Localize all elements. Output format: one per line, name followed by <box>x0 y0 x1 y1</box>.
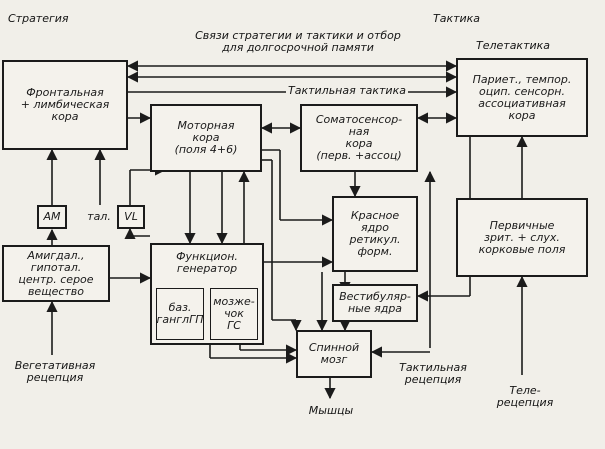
label-muscles: Мышцы <box>308 404 354 417</box>
header-tactics: Тактика <box>433 12 481 25</box>
box-somatosensory-cortex: Соматосенсор- ная кора (перв. +ассоц) <box>300 104 418 172</box>
label-thalamus: тал. <box>87 210 111 223</box>
box-spinal-cord: Спинной мозг <box>296 330 372 378</box>
header-links-line2: для долгосрочной памяти <box>222 41 374 54</box>
box-basal-ganglia: баз. ганглГП <box>156 288 204 340</box>
label-vegetative-reception: Вегетативная рецепция <box>14 359 96 384</box>
header-tactile-tactics: Тактильная тактика <box>286 84 408 97</box>
box-red-nucleus-reticular: Красное ядро ретикул. форм. <box>332 196 418 272</box>
box-am: AM <box>37 205 67 229</box>
header-teletactics: Телетактика <box>476 39 551 52</box>
box-cerebellum: мозже- чок ГС <box>210 288 258 340</box>
header-links: Связи стратегии и тактики и отбор для до… <box>148 30 448 54</box>
box-motor-cortex: Моторная кора (поля 4+6) <box>150 104 262 172</box>
header-strategy: Стратегия <box>8 12 69 25</box>
header-links-line1: Связи стратегии и тактики и отбор <box>195 29 401 42</box>
functional-generator-title: Функцион. генератор <box>176 250 238 275</box>
box-amygdala-hypothalamus: Амигдал., гипотал. центр. серое вещество <box>2 245 110 302</box>
label-tele-reception: Теле- рецепция <box>496 384 554 409</box>
box-vl: VL <box>117 205 145 229</box>
box-parietal-association-cortex: Париет., темпор. оцип. сенсорн. ассоциат… <box>456 58 588 137</box>
label-tactile-reception: Тактильная рецепция <box>399 361 467 386</box>
box-vestibular-nuclei: Вестибуляр- ные ядра <box>332 284 418 322</box>
box-frontal-limbic-cortex: Фронтальная + лимбическая кора <box>2 60 128 150</box>
box-primary-visual-auditory: Первичные зрит. + слух. корковые поля <box>456 198 588 277</box>
